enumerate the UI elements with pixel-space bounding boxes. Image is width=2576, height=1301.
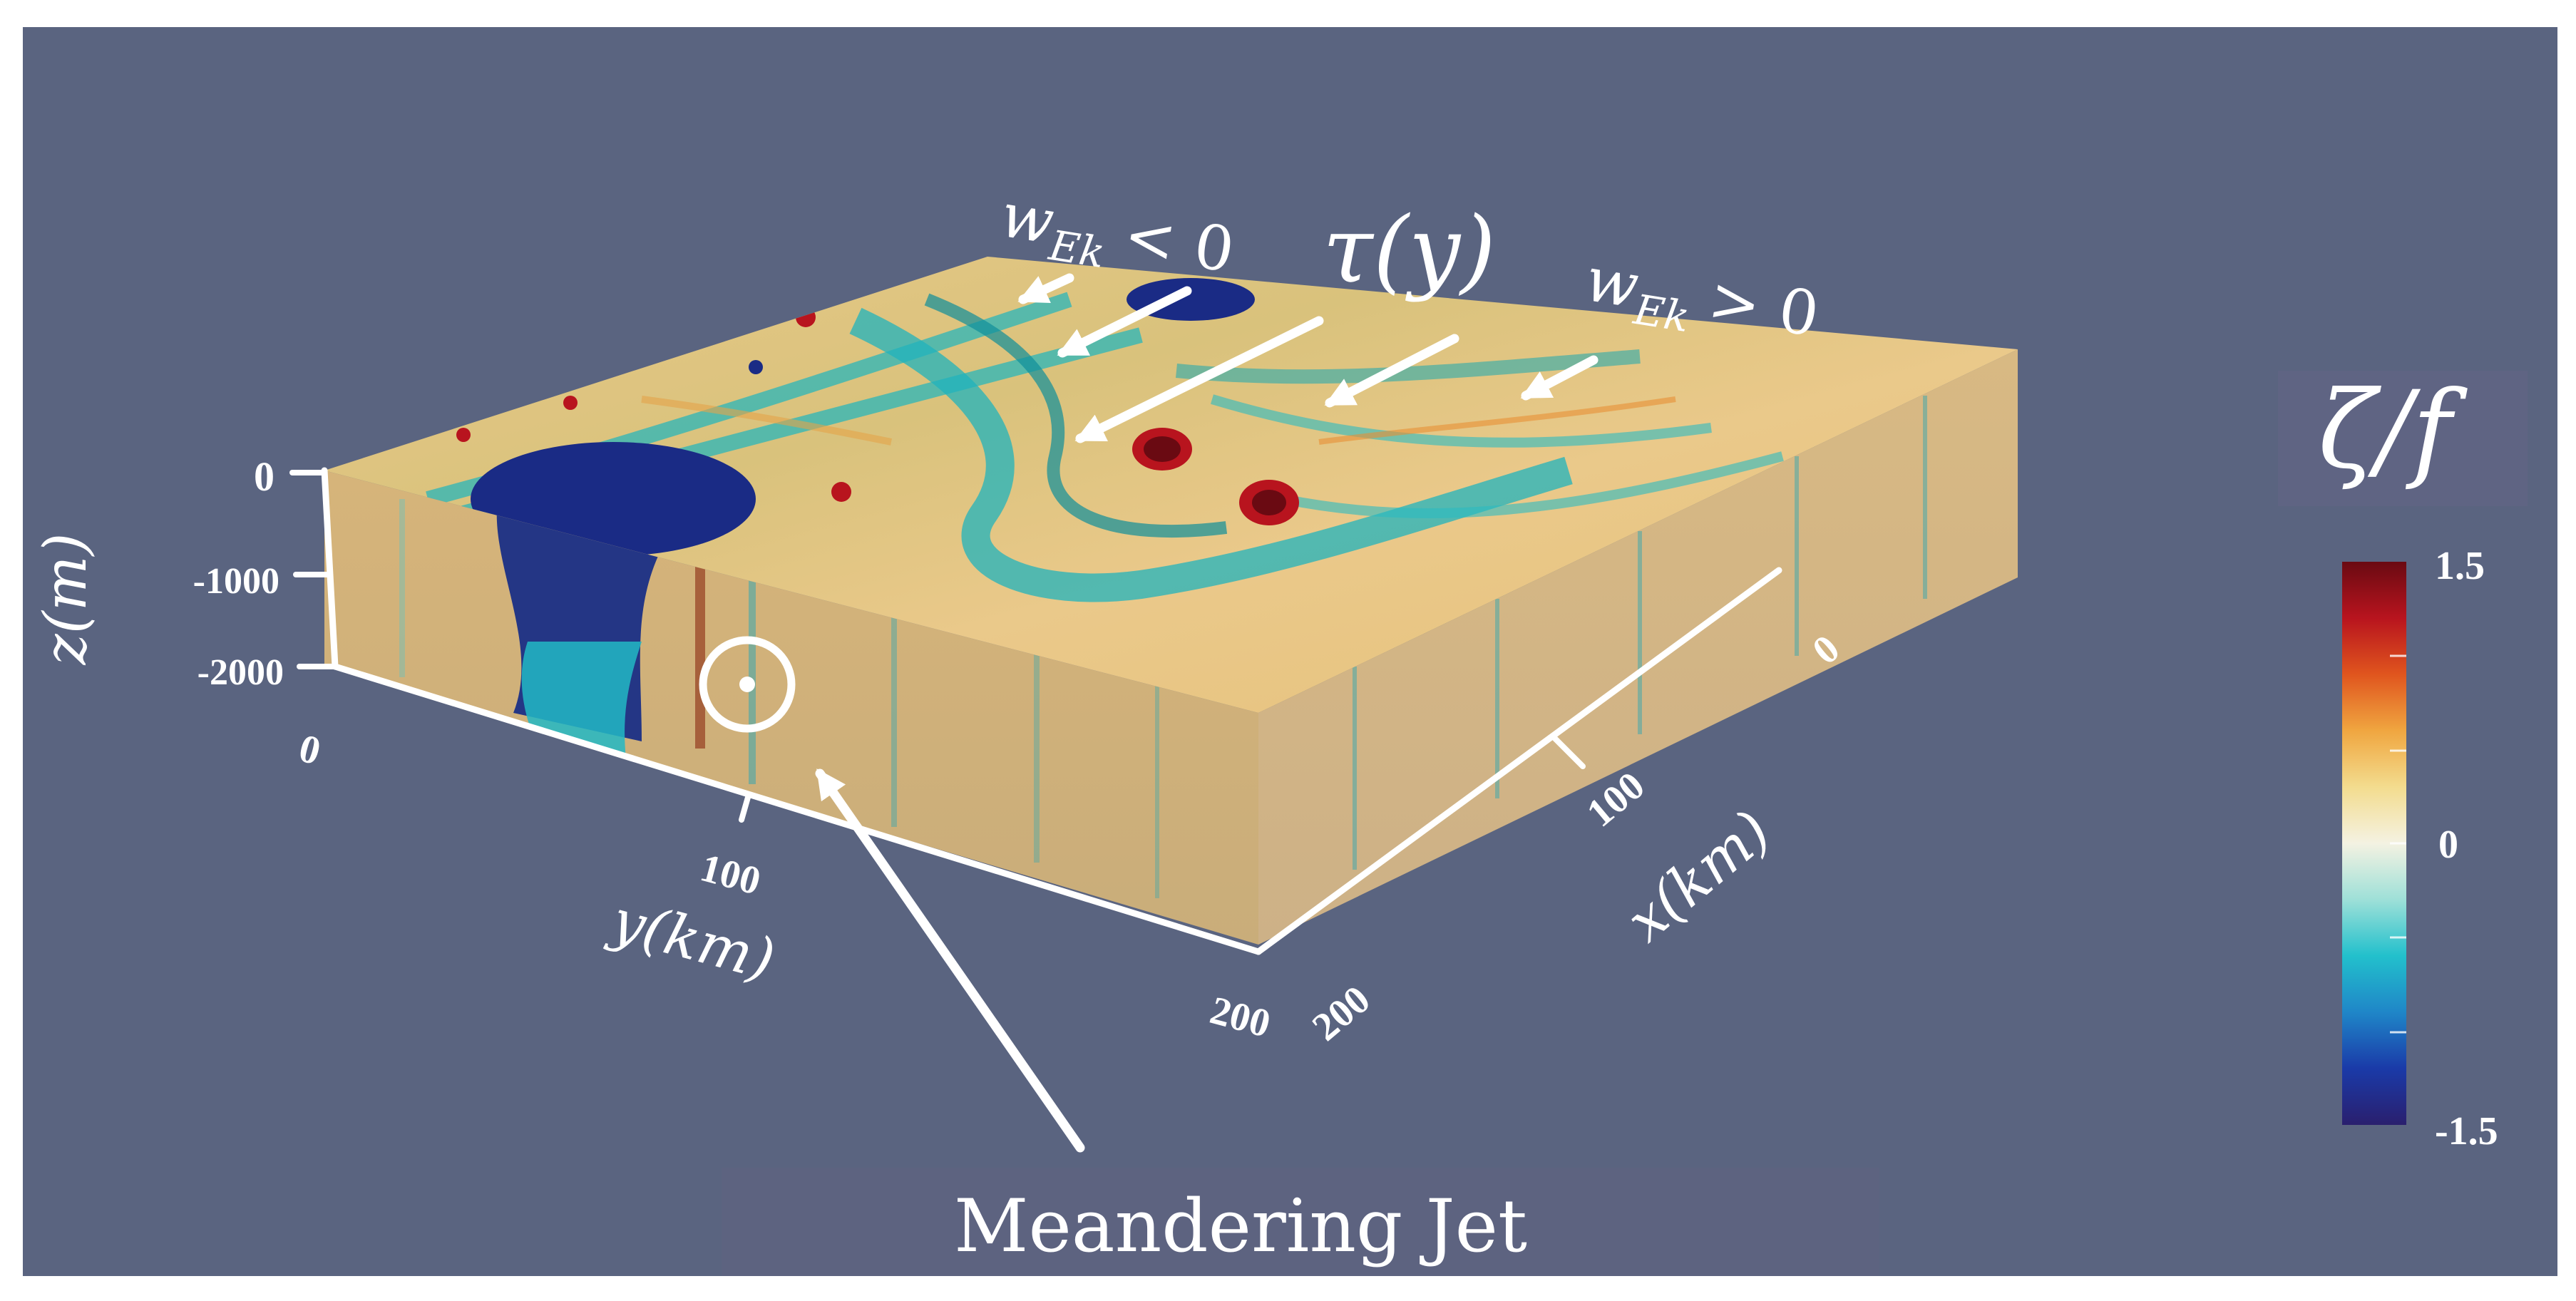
- jet-dot: [739, 677, 755, 692]
- wind-stress-arrows: [1017, 273, 1599, 443]
- jet-marker: [699, 636, 1085, 1153]
- side-face-texture: [1353, 396, 1927, 870]
- colorbar-max-label: 1.5: [2435, 544, 2485, 588]
- top-face-texture: [426, 278, 1784, 602]
- z-tick-label-0: 0: [254, 453, 274, 500]
- z-axis-line: [321, 467, 339, 670]
- z-tick-label-2000: -2000: [197, 652, 284, 693]
- z-axis-ticks: 0 -1000 -2000: [193, 453, 284, 693]
- tau-label: τ(y): [1323, 197, 1496, 304]
- jet-label: Meandering Jet: [954, 1184, 1527, 1269]
- wind-arrow-1: [1017, 273, 1074, 304]
- colorbar-ticks: [2390, 654, 2406, 1034]
- wind-arrow-2: [1057, 286, 1192, 358]
- ekman-positive-rel: > 0: [1704, 263, 1824, 351]
- ekman-negative-label: wEk< 0: [994, 180, 1238, 297]
- jet-out-of-page-symbol: [699, 636, 796, 733]
- colorbar-title: ζ/f: [2318, 369, 2468, 493]
- colorbar-mid-label: 0: [2438, 823, 2458, 867]
- z-tick-label-1000: -1000: [193, 561, 279, 602]
- ekman-positive-label: wEk> 0: [1579, 244, 1823, 361]
- ekman-negative-rel: < 0: [1119, 199, 1239, 287]
- axes-frame: [321, 467, 1782, 955]
- x-axis-line: [1255, 567, 1782, 955]
- ekman-positive-base: w: [1581, 244, 1643, 322]
- colorbar: ζ/f 1.5 0 -1.5: [2278, 369, 2528, 1153]
- colorbar-min-label: -1.5: [2435, 1109, 2498, 1153]
- box-side-face: [1258, 349, 2018, 945]
- wind-arrow-5: [1520, 355, 1599, 401]
- y-axis-line: [332, 663, 1262, 955]
- box-top-face: [324, 257, 2018, 713]
- front-face-texture: [399, 492, 1159, 898]
- y-tick-100: [739, 792, 751, 823]
- axis-tick-marks: [289, 470, 1586, 823]
- x-tick-100: [1551, 735, 1586, 769]
- jet-pointer-arrow: [815, 768, 1085, 1153]
- ekman-negative-sub: Ek: [1045, 221, 1108, 277]
- z-axis-label: z(m): [32, 533, 100, 666]
- ocean-box: [324, 257, 2018, 945]
- wind-arrow-3: [1074, 316, 1324, 443]
- wind-arrow-4: [1324, 334, 1459, 408]
- ekman-positive-sub: Ek: [1630, 285, 1693, 341]
- jet-label-box: [722, 1168, 1879, 1276]
- ekman-negative-base: w: [996, 180, 1059, 258]
- colorbar-title-box: [2278, 371, 2528, 506]
